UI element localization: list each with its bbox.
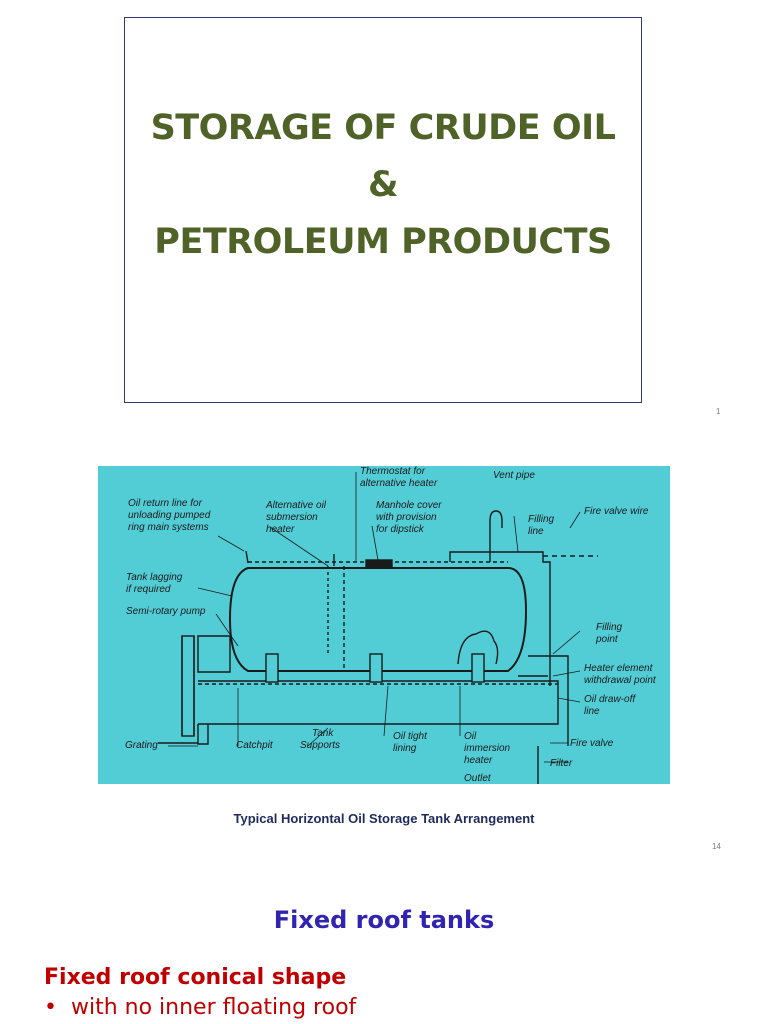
title-line-1: STORAGE OF CRUDE OIL (150, 108, 616, 148)
label-alt-heater-1: Alternative oil (265, 500, 327, 511)
label-oil-immersion-3: heater (464, 755, 493, 766)
svg-text:Alternative oil: Alternative oil (265, 500, 327, 511)
section-heading: Fixed roof tanks (273, 906, 495, 934)
subheading: Fixed roof conical shape (44, 965, 347, 990)
label-fire-valve: Fire valve (570, 738, 614, 749)
svg-text:Supports: Supports (300, 740, 340, 751)
svg-text:submersion: submersion (266, 512, 318, 523)
svg-text:Manhole cover: Manhole cover (376, 500, 442, 511)
bullet-text: with no inner floating roof (70, 995, 357, 1020)
label-manhole-1: Manhole cover (376, 500, 442, 511)
title-line-2: & (367, 165, 399, 205)
label-oil-immersion-1: Oil (464, 731, 477, 742)
svg-text:Filling: Filling (528, 514, 555, 525)
svg-text:Tank: Tank (312, 728, 334, 739)
svg-text:with provision: with provision (376, 512, 437, 523)
label-filling-point-2: point (595, 634, 619, 645)
label-catchpit: Catchpit (236, 740, 274, 751)
svg-text:ring main systems: ring main systems (128, 522, 209, 533)
label-oil-immersion-2: immersion (464, 743, 511, 754)
svg-text:Oil tight: Oil tight (393, 731, 428, 742)
label-alt-heater-3: heater (266, 524, 295, 535)
page-number-14: 14 (712, 842, 721, 851)
label-thermostat-1: Thermostat for (360, 466, 426, 477)
label-thermostat-2: alternative heater (360, 478, 438, 489)
label-heater-element-2: withdrawal point (584, 675, 657, 686)
title-line-3: PETROLEUM PRODUCTS (154, 222, 612, 262)
label-grating: Grating (125, 740, 158, 751)
svg-text:Oil draw-off: Oil draw-off (584, 694, 636, 705)
svg-text:Vent pipe: Vent pipe (493, 470, 535, 481)
label-heater-element-1: Heater element (584, 663, 654, 674)
label-filter: Filter (550, 758, 573, 769)
label-vent-pipe: Vent pipe (493, 470, 535, 481)
label-oil-tight-1: Oil tight (393, 731, 428, 742)
label-filling-point-1: Filling (596, 622, 623, 633)
svg-text:unloading pumped: unloading pumped (128, 510, 211, 521)
svg-text:alternative heater: alternative heater (360, 478, 438, 489)
label-outlet: Outlet (464, 773, 492, 784)
svg-text:if required: if required (126, 584, 171, 595)
label-tank-lagging-2: if required (126, 584, 171, 595)
title-slide-frame: STORAGE OF CRUDE OIL & PETROLEUM PRODUCT… (124, 17, 642, 403)
svg-text:Oil: Oil (464, 731, 477, 742)
label-filling-line-2: line (528, 526, 544, 537)
bullet-dot-icon: • (44, 995, 57, 1020)
page-number-1: 1 (716, 407, 721, 416)
label-oil-drawoff-1: Oil draw-off (584, 694, 636, 705)
svg-text:lining: lining (393, 743, 417, 754)
label-tank-supports-1: Tank (312, 728, 334, 739)
svg-text:for dipstick: for dipstick (376, 524, 425, 535)
label-fire-valve-wire: Fire valve wire (584, 506, 649, 517)
svg-text:line: line (528, 526, 544, 537)
svg-text:Fire valve wire: Fire valve wire (584, 506, 649, 517)
svg-text:Catchpit: Catchpit (236, 740, 274, 751)
svg-text:Semi-rotary pump: Semi-rotary pump (126, 606, 206, 617)
label-oil-return-2: unloading pumped (128, 510, 211, 521)
diagram-caption: Typical Horizontal Oil Storage Tank Arra… (233, 811, 535, 826)
svg-text:Fire valve: Fire valve (570, 738, 614, 749)
svg-text:heater: heater (464, 755, 493, 766)
label-tank-supports-2: Supports (300, 740, 340, 751)
label-alt-heater-2: submersion (266, 512, 318, 523)
svg-text:Tank lagging: Tank lagging (126, 572, 183, 583)
label-filling-line-1: Filling (528, 514, 555, 525)
tank-diagram-svg: Thermostat for alternative heater Vent p… (125, 466, 657, 784)
label-manhole-2: with provision (376, 512, 437, 523)
label-oil-drawoff-2: line (584, 706, 600, 717)
label-oil-return-1: Oil return line for (128, 498, 203, 509)
tank-arrangement-diagram: Thermostat for alternative heater Vent p… (98, 466, 670, 784)
svg-text:Filling: Filling (596, 622, 623, 633)
svg-text:Heater element: Heater element (584, 663, 654, 674)
svg-text:Oil return line for: Oil return line for (128, 498, 203, 509)
svg-text:Filter: Filter (550, 758, 573, 769)
bullet-item: • with no inner floating roof (44, 995, 356, 1020)
svg-text:Outlet: Outlet (464, 773, 492, 784)
svg-text:heater: heater (266, 524, 295, 535)
label-oil-tight-2: lining (393, 743, 417, 754)
svg-text:point: point (595, 634, 619, 645)
label-semi-rotary: Semi-rotary pump (126, 606, 206, 617)
label-manhole-3: for dipstick (376, 524, 425, 535)
svg-text:line: line (584, 706, 600, 717)
svg-text:Grating: Grating (125, 740, 158, 751)
label-oil-return-3: ring main systems (128, 522, 209, 533)
svg-text:immersion: immersion (464, 743, 511, 754)
svg-text:Thermostat for: Thermostat for (360, 466, 426, 477)
svg-text:withdrawal point: withdrawal point (584, 675, 657, 686)
slide-title: STORAGE OF CRUDE OIL & PETROLEUM PRODUCT… (125, 100, 641, 271)
label-tank-lagging-1: Tank lagging (126, 572, 183, 583)
